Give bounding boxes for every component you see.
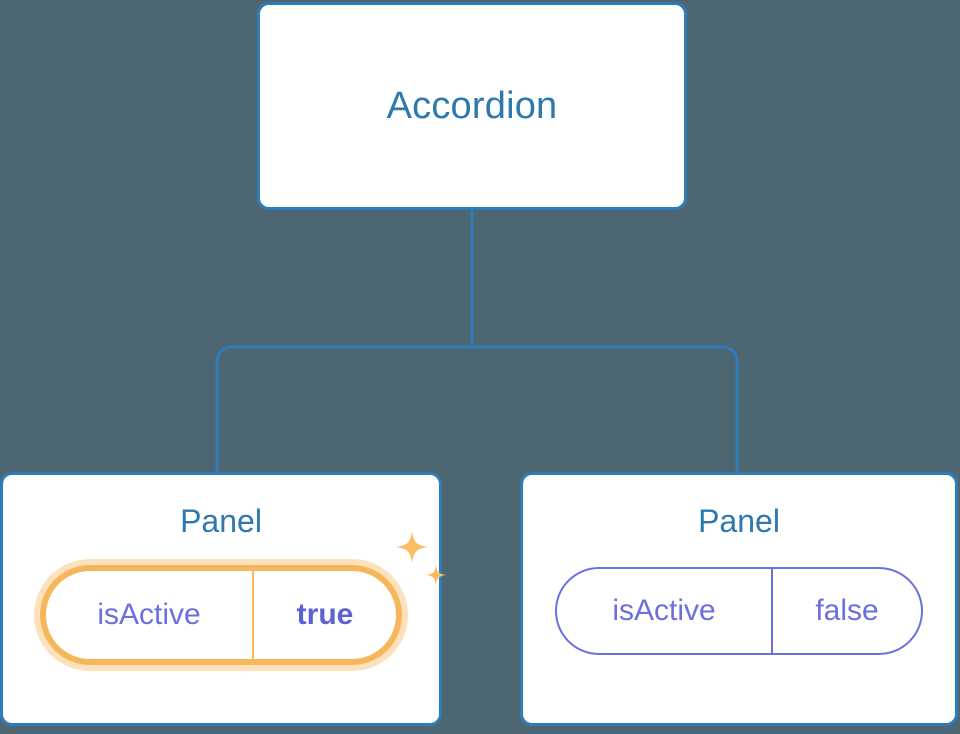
prop-pill-active-wrapper: isActive true bbox=[34, 531, 446, 671]
prop-pill-glow: isActive true bbox=[34, 559, 408, 671]
prop-value: false bbox=[815, 594, 879, 627]
node-panel-inactive-title: Panel bbox=[698, 503, 780, 539]
node-panel-active[interactable]: Panel isActive true bbox=[0, 472, 446, 726]
prop-pill-inactive-wrapper: isActive false bbox=[555, 567, 923, 655]
node-accordion-title: Accordion bbox=[386, 84, 558, 127]
prop-pill-is-active-true[interactable]: isActive true bbox=[40, 565, 402, 665]
prop-key: isActive bbox=[557, 569, 773, 653]
sparkle-large-icon bbox=[396, 531, 428, 563]
node-panel-active-title: Panel bbox=[180, 503, 262, 539]
node-panel-inactive[interactable]: Panel isActive false bbox=[520, 472, 958, 726]
connector-branch-left bbox=[215, 345, 472, 472]
prop-pill-is-active-false[interactable]: isActive false bbox=[555, 567, 923, 655]
prop-key: isActive bbox=[46, 571, 254, 659]
node-accordion[interactable]: Accordion bbox=[257, 2, 687, 210]
prop-value: true bbox=[296, 598, 354, 631]
connector-branch-right bbox=[472, 345, 739, 472]
